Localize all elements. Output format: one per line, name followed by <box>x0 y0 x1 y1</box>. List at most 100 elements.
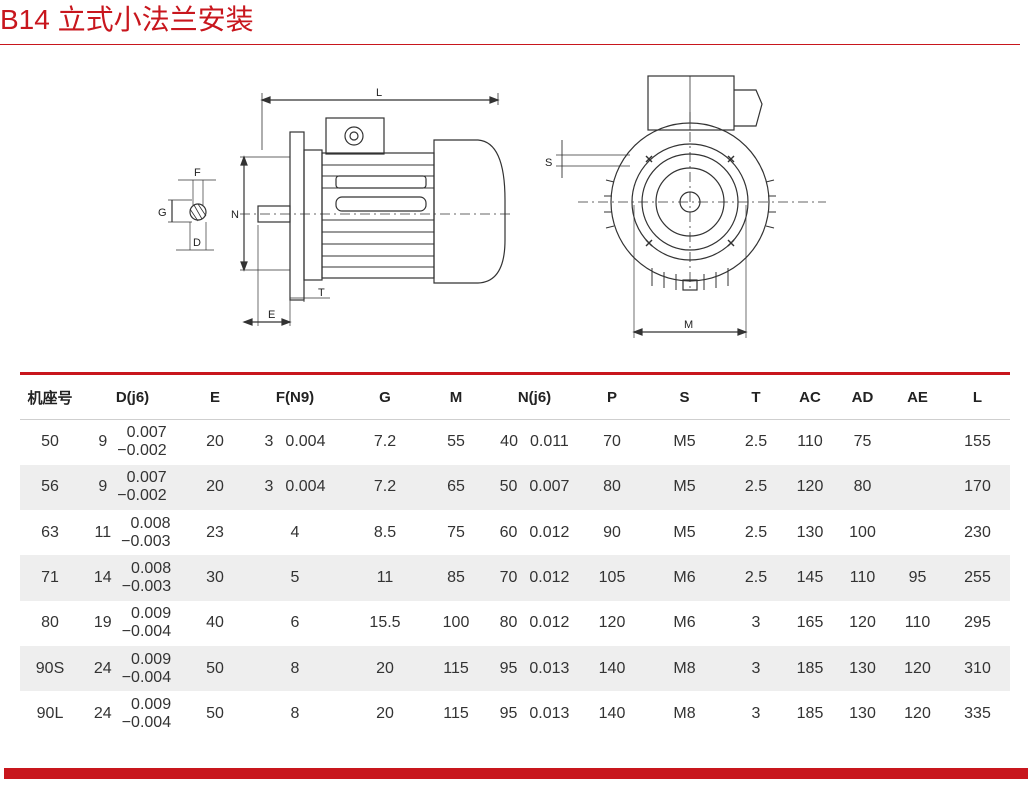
table-cell: 120 <box>835 601 890 646</box>
table-cell: 105 <box>582 555 642 600</box>
cell-d: 14 <box>93 569 112 587</box>
table-cell: 20 <box>185 465 245 510</box>
cell-l: 155 <box>964 433 991 451</box>
front-view-drawing <box>556 75 826 338</box>
table-cell: 295 <box>945 601 1010 646</box>
table-cell: 71 <box>20 555 80 600</box>
cell-p: 70 <box>603 433 621 451</box>
table-cell: 120 <box>785 465 835 510</box>
table-cell: 90 <box>582 510 642 555</box>
table-cell: 8 <box>245 691 345 736</box>
cell-n: 70 <box>499 569 518 587</box>
cell-d-tol-lower: −0.004 <box>121 623 172 641</box>
cell-t: 3 <box>751 659 761 677</box>
cell-p: 140 <box>598 704 626 722</box>
cell-p: 140 <box>598 659 626 677</box>
cell-ac: 185 <box>796 704 824 722</box>
header-d: D(j6) <box>80 372 185 420</box>
cell-t: 2.5 <box>744 569 768 587</box>
cell-f: 6 <box>290 614 300 632</box>
cell-l: 170 <box>964 478 991 496</box>
footer-bar <box>4 768 1028 779</box>
cell-d-tol-upper: 0.009 <box>131 650 172 668</box>
front-view-labels: S M <box>545 157 693 331</box>
table-cell: 3 <box>727 601 785 646</box>
cell-t: 2.5 <box>744 478 768 496</box>
table-cell: 165 <box>785 601 835 646</box>
table-cell: 7.2 <box>345 420 425 465</box>
cell-g: 7.2 <box>373 433 397 451</box>
d-tolerance: 0.007−0.002 <box>117 469 166 505</box>
table-cell: 90S <box>20 646 80 691</box>
cell-f-tol: 0.004 <box>285 433 326 451</box>
cell-frame: 50 <box>41 433 59 451</box>
table-cell: M8 <box>642 646 727 691</box>
table-cell: 140 <box>582 646 642 691</box>
table-cell: 255 <box>945 555 1010 600</box>
header-f: F(N9) <box>245 372 345 420</box>
title-divider <box>0 44 1020 45</box>
table-cell: 110 <box>835 555 890 600</box>
cell-e: 30 <box>206 569 224 587</box>
cell-frame: 56 <box>41 478 59 496</box>
table-cell: 130 <box>835 646 890 691</box>
cell-e: 50 <box>206 659 224 677</box>
cell-s: M6 <box>673 569 696 587</box>
cell-m: 75 <box>447 523 465 541</box>
dim-label-N: N <box>231 209 239 221</box>
cell-ae: 120 <box>904 704 931 722</box>
d-tolerance: 0.009−0.004 <box>122 651 171 687</box>
table-cell: 40 <box>185 601 245 646</box>
cell-e: 20 <box>206 433 224 451</box>
cell-m: 55 <box>447 433 465 451</box>
cell-p: 105 <box>598 569 626 587</box>
table-cell: 11 <box>345 555 425 600</box>
cell-d: 9 <box>98 433 108 451</box>
table-cell: 80 <box>582 465 642 510</box>
cell-ad: 130 <box>849 704 876 722</box>
table-cell: 85 <box>425 555 487 600</box>
table-cell: 120 <box>582 601 642 646</box>
table-cell: 20 <box>345 646 425 691</box>
dim-label-M: M <box>684 319 693 331</box>
table-cell: M5 <box>642 510 727 555</box>
dim-label-S: S <box>545 157 552 169</box>
table-cell: 15.5 <box>345 601 425 646</box>
header-l: L <box>945 372 1010 420</box>
cell-d-tol-lower: −0.002 <box>117 487 167 505</box>
cell-p: 80 <box>603 478 621 496</box>
d-tolerance: 0.009−0.004 <box>122 696 171 732</box>
cell-ac: 130 <box>796 523 824 541</box>
table-cell: 50 <box>185 691 245 736</box>
cell-e: 20 <box>206 478 224 496</box>
cell-t: 3 <box>751 614 761 632</box>
cell-f: 8 <box>290 659 300 677</box>
d-tolerance: 0.008−0.003 <box>121 515 170 551</box>
dim-label-G: G <box>158 207 167 219</box>
table-cell: 8 <box>245 646 345 691</box>
cell-s: M5 <box>673 433 696 451</box>
table-cell: 95 <box>890 555 945 600</box>
header-s: S <box>642 372 727 420</box>
dim-label-T: T <box>318 287 325 299</box>
d-tolerance: 0.009−0.004 <box>122 605 171 641</box>
cell-t: 2.5 <box>744 433 768 451</box>
cell-m: 115 <box>443 704 469 722</box>
cell-d-tol-lower: −0.003 <box>121 578 172 596</box>
cell-g: 7.2 <box>373 478 397 496</box>
table-cell: 2.5 <box>727 510 785 555</box>
cell-l: 255 <box>964 569 991 587</box>
